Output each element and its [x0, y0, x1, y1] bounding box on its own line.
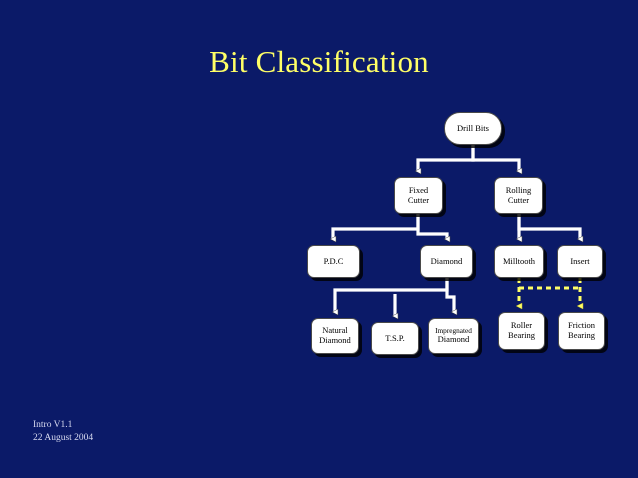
- node-label: Rolling: [505, 184, 532, 195]
- footer-version: Intro V1.1: [33, 420, 73, 430]
- footer-date: 22 August 2004: [33, 433, 94, 444]
- node-insert[interactable]: Insert: [557, 245, 603, 278]
- node-diamond[interactable]: Diamond: [420, 245, 473, 278]
- node-milltooth[interactable]: Milltooth: [494, 245, 544, 278]
- node-label: Bearing: [508, 330, 535, 340]
- node-tsp[interactable]: T.S.P.: [371, 322, 419, 355]
- node-label: T.S.P.: [385, 332, 405, 343]
- node-label: Insert: [570, 255, 590, 266]
- node-label: Diamond: [437, 334, 470, 345]
- node-label: Cutter: [507, 194, 530, 205]
- node-label: Milltooth: [502, 255, 536, 266]
- edge-rollingcutter-to-children: [519, 214, 580, 239]
- node-label: Drill Bits: [457, 122, 489, 133]
- node-label: Roller: [510, 320, 533, 331]
- page-title: Bit Classification: [209, 44, 429, 79]
- node-label: Diamond: [430, 255, 463, 266]
- node-label: Bearing: [568, 330, 595, 340]
- node-label: P.D.C: [323, 255, 344, 266]
- node-label: Friction: [568, 320, 595, 331]
- edge-diamond-to-children: [335, 278, 454, 316]
- node-pdc[interactable]: P.D.C: [307, 245, 360, 278]
- node-drill-bits[interactable]: Drill Bits: [444, 112, 502, 145]
- slide-footer: Intro V1.1 22 August 2004: [33, 419, 93, 446]
- node-label: Natural: [322, 325, 348, 336]
- edge-fixedcutter-to-children: [333, 214, 447, 239]
- node-label: Fixed: [408, 184, 429, 195]
- edge-bearings-dashed: [519, 278, 580, 306]
- node-label: Cutter: [407, 194, 430, 205]
- node-label: Diamond: [319, 335, 351, 345]
- edge-drillbits-to-cutters: [418, 145, 519, 171]
- node-label: Impregnated: [435, 325, 472, 335]
